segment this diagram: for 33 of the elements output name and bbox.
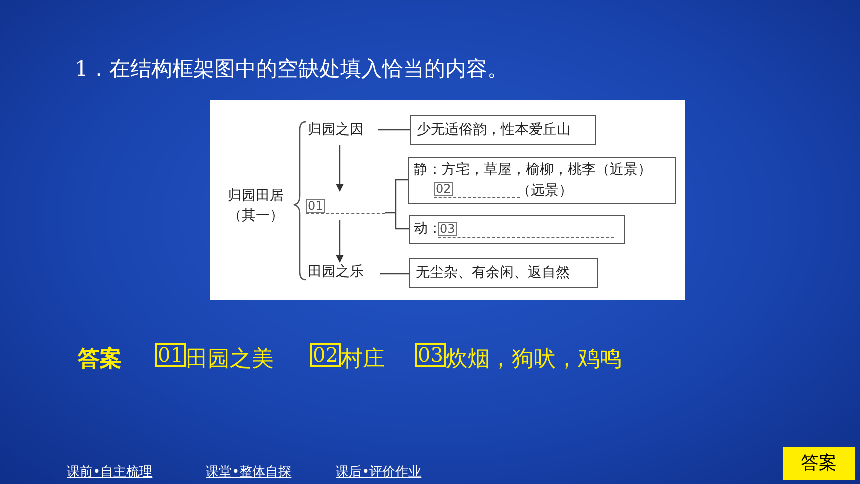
number-box: 01 xyxy=(155,343,186,367)
text-box xyxy=(408,157,676,204)
number-box: 01 xyxy=(306,199,326,213)
question-text: 1．在结构框架图中的空缺处填入恰当的内容。 xyxy=(75,56,508,83)
text-box xyxy=(409,215,625,244)
answer-heading: 答案 xyxy=(78,345,122,374)
answer-text: 村庄 xyxy=(341,346,385,374)
section-label: 归园之因 xyxy=(308,121,364,139)
connector-line xyxy=(378,129,410,131)
number-box: 03 xyxy=(438,222,458,236)
section-label: 田园之乐 xyxy=(308,263,364,281)
number-box: 02 xyxy=(310,343,342,367)
text-box xyxy=(410,115,596,145)
arrow xyxy=(336,220,344,263)
text-box xyxy=(409,258,598,288)
number-box: 03 xyxy=(415,343,446,367)
topic-label: 归园田居（其一） xyxy=(222,186,290,226)
arrow xyxy=(336,145,344,192)
fill-in-line xyxy=(306,199,385,214)
nav-link: 课堂•整体自探 xyxy=(206,464,292,481)
box-text: 少无适俗韵，性本爱丘山 xyxy=(417,121,571,139)
number-box: 02 xyxy=(434,182,454,196)
answer-text: 炊烟，狗吠，鸡鸣 xyxy=(446,346,622,374)
answer-text: 田园之美 xyxy=(186,346,274,374)
box-text: （远景） xyxy=(517,182,573,200)
nav-link: 课前•自主梳理 xyxy=(67,464,153,481)
answer-button: 答案 xyxy=(783,447,855,480)
box-text: 无尘杂、有余闲、返自然 xyxy=(416,264,570,282)
nav-link: 课后•评价作业 xyxy=(336,464,422,481)
connector-line xyxy=(385,179,408,214)
box-text: 静：方宅，草屋，榆柳，桃李（近景） xyxy=(414,161,652,179)
connector-line xyxy=(395,213,409,230)
connector-line xyxy=(380,273,409,275)
